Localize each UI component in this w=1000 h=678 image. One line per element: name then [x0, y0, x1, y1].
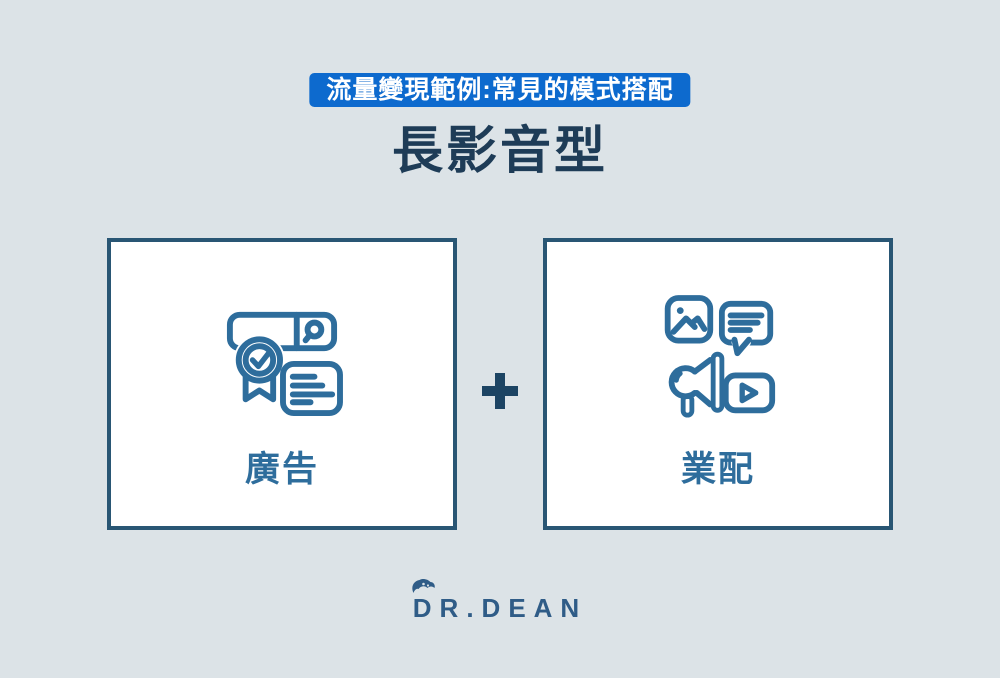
plus-separator [457, 238, 543, 530]
sponsored-media-megaphone-icon [658, 286, 778, 432]
sponsored-media-megaphone-icon-svg [664, 295, 776, 418]
brand-logo-inner: DR.DEAN [412, 579, 588, 623]
plus-icon [482, 373, 518, 409]
card-sponsored-label: 業配 [680, 450, 755, 489]
certified-ad-search-icon [218, 286, 346, 432]
card-ad: 廣告 [107, 238, 457, 530]
brand-logo: DR.DEAN [0, 579, 1000, 622]
hair-icon [412, 579, 435, 593]
cards-row: 廣告 [107, 238, 893, 530]
brand-logo-text: DR.DEAN [412, 593, 588, 623]
banner-tag: 流量變現範例:常見的模式搭配 [309, 73, 691, 107]
page-title: 長影音型 [391, 122, 608, 179]
card-ad-label: 廣告 [244, 450, 319, 489]
certified-ad-search-icon-svg [226, 311, 343, 417]
banner-label: 流量變現範例:常見的模式搭配 [326, 76, 674, 104]
card-sponsored: 業配 [543, 238, 893, 530]
